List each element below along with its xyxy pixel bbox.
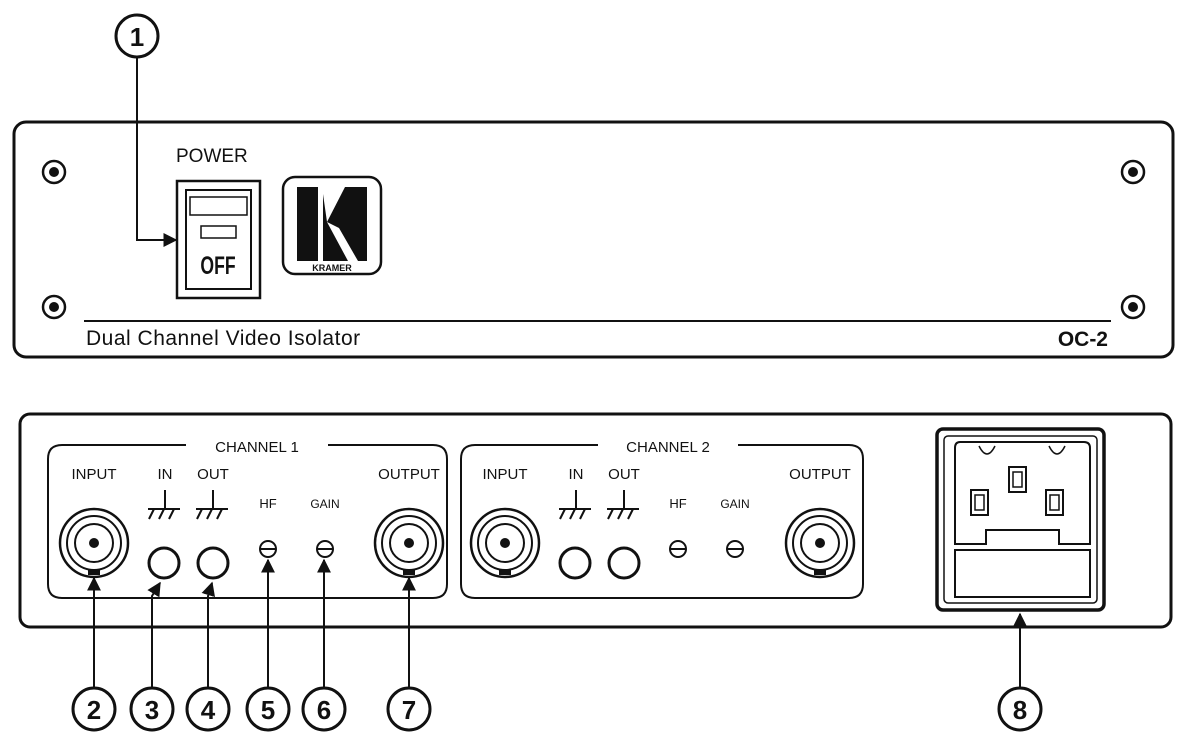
ground-icon xyxy=(559,490,591,520)
channel-2-input-label: INPUT xyxy=(483,466,528,483)
callout-7: 7 xyxy=(386,576,432,732)
power-label: POWER xyxy=(176,146,248,167)
channel-2-output-label: OUTPUT xyxy=(789,466,851,483)
channel-2-in-ground-button[interactable] xyxy=(558,546,592,580)
svg-text:3: 3 xyxy=(145,695,159,725)
channel-1-out-ground-button[interactable] xyxy=(196,546,230,580)
switch-state-text: OFF xyxy=(200,251,235,280)
logo-text: KRAMER xyxy=(312,263,352,273)
callout-8: 8 xyxy=(997,612,1043,732)
channel-1-in-label: IN xyxy=(158,466,173,483)
channel-1-group: CHANNEL 1 INPUT IN OUT HF GAIN OUTPUT xyxy=(47,439,448,599)
channel-2-title: CHANNEL 2 xyxy=(626,439,710,456)
channel-2-output-bnc-connector[interactable] xyxy=(784,507,856,579)
callout-1: 1 xyxy=(114,13,178,247)
channel-2-out-ground-button[interactable] xyxy=(607,546,641,580)
svg-text:7: 7 xyxy=(402,695,416,725)
channel-2-out-label: OUT xyxy=(608,466,640,483)
svg-text:4: 4 xyxy=(201,695,216,725)
logo-k-gap-upper xyxy=(322,187,345,222)
ground-icon xyxy=(148,490,180,520)
svg-text:1: 1 xyxy=(130,22,144,52)
channel-2-hf-label: HF xyxy=(669,496,686,511)
svg-text:2: 2 xyxy=(87,695,101,725)
kramer-logo: KRAMER xyxy=(281,175,383,276)
channel-2-gain-label: GAIN xyxy=(720,497,749,511)
channel-2-gain-trimmer[interactable] xyxy=(726,540,744,558)
model-name: OC-2 xyxy=(1058,328,1108,351)
ground-icon xyxy=(607,490,639,520)
channel-1-input-label: INPUT xyxy=(72,466,117,483)
front-panel: POWER OFF KRAMER Dual Channel Video Isol… xyxy=(12,120,1175,359)
channel-1-gain-label: GAIN xyxy=(310,497,339,511)
channel-1-output-bnc-connector[interactable] xyxy=(373,507,445,579)
channel-1-output-label: OUTPUT xyxy=(378,466,440,483)
channel-1-hf-trimmer[interactable] xyxy=(259,540,277,558)
svg-text:6: 6 xyxy=(317,695,331,725)
channel-1-gain-trimmer[interactable] xyxy=(316,540,334,558)
callout-6: 6 xyxy=(301,558,347,732)
channel-1-hf-label: HF xyxy=(259,496,276,511)
svg-text:5: 5 xyxy=(261,695,275,725)
channel-1-title: CHANNEL 1 xyxy=(215,439,299,456)
channel-2-input-bnc-connector[interactable] xyxy=(469,507,541,579)
screw-icon xyxy=(41,294,67,320)
channel-1-input-bnc-connector[interactable] xyxy=(58,507,130,579)
callout-2: 2 xyxy=(71,576,117,732)
screw-icon xyxy=(41,159,67,185)
power-inlet-connector[interactable] xyxy=(935,427,1106,612)
channel-2-group: CHANNEL 2 INPUT IN OUT HF GAIN OUTPUT xyxy=(460,439,864,599)
rear-panel: CHANNEL 1 INPUT IN OUT HF GAIN OUTPUT xyxy=(18,412,1173,629)
callout-4: 4 xyxy=(185,581,231,732)
rear-panel-outline xyxy=(18,412,1173,629)
callout-5: 5 xyxy=(245,558,291,732)
channel-1-out-label: OUT xyxy=(197,466,229,483)
callout-3: 3 xyxy=(129,581,175,732)
power-switch[interactable]: OFF xyxy=(175,179,262,300)
product-description: Dual Channel Video Isolator xyxy=(86,327,361,350)
logo-k-gap-lower xyxy=(327,222,358,261)
screw-icon xyxy=(1120,159,1146,185)
channel-2-in-label: IN xyxy=(569,466,584,483)
channel-2-hf-trimmer[interactable] xyxy=(669,540,687,558)
screw-icon xyxy=(1120,294,1146,320)
ground-icon xyxy=(196,490,228,520)
svg-text:8: 8 xyxy=(1013,695,1027,725)
channel-1-in-ground-button[interactable] xyxy=(147,546,181,580)
